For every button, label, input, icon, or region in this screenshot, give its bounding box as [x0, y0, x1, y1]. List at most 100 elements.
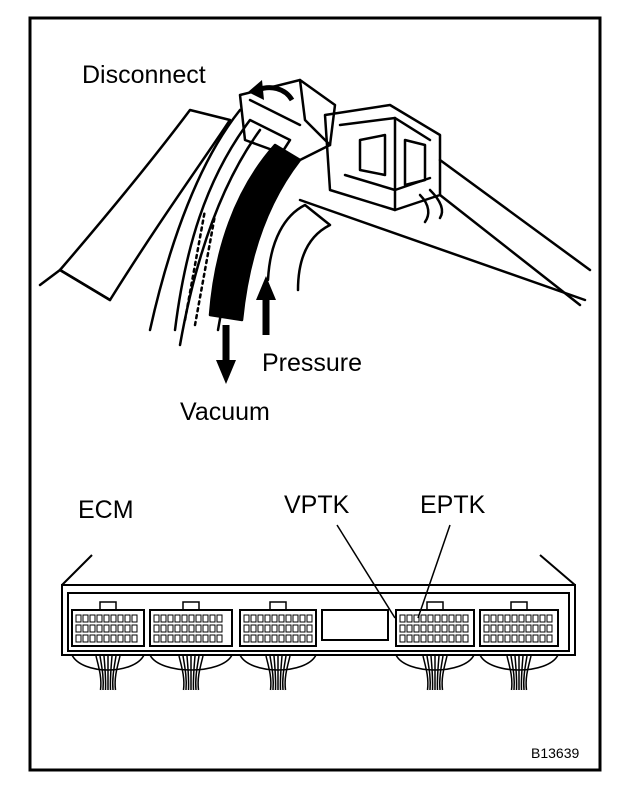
- connector-pin: [539, 624, 546, 633]
- connector-pin: [264, 614, 271, 623]
- connector-pin: [264, 634, 271, 643]
- wire-bundle: [71, 654, 145, 691]
- connector-pin: [299, 624, 306, 633]
- ecm-center-window: [321, 609, 389, 641]
- connector-pin: [167, 624, 174, 633]
- connector-pin: [434, 614, 441, 623]
- connector-pin: [546, 614, 553, 623]
- connector-pin: [174, 634, 181, 643]
- connector-pin: [511, 614, 518, 623]
- connector-pin: [216, 624, 223, 633]
- connector-pin: [167, 634, 174, 643]
- connector-pin: [75, 634, 82, 643]
- connector-pin: [511, 624, 518, 633]
- connector-pin: [103, 624, 110, 633]
- connector-pin: [202, 614, 209, 623]
- connector-pin: [89, 624, 96, 633]
- connector-pin: [539, 614, 546, 623]
- connector-pin: [278, 634, 285, 643]
- connector-pin: [243, 634, 250, 643]
- connector-pin: [497, 634, 504, 643]
- connector-pin: [504, 614, 511, 623]
- wire-bundle: [149, 654, 233, 691]
- connector-pin: [413, 634, 420, 643]
- connector-pin: [483, 634, 490, 643]
- connector-pin: [434, 624, 441, 633]
- connector-pin: [427, 614, 434, 623]
- connector-pin: [455, 624, 462, 633]
- connector-latch: [182, 601, 200, 611]
- connector-pin: [441, 614, 448, 623]
- connector-pin: [117, 614, 124, 623]
- connector-pin: [285, 634, 292, 643]
- connector-latch: [99, 601, 117, 611]
- connector-pin: [117, 624, 124, 633]
- connector-pin: [243, 614, 250, 623]
- connector-pin: [420, 624, 427, 633]
- connector-pin: [250, 614, 257, 623]
- connector-pin: [82, 624, 89, 633]
- connector-pin: [448, 614, 455, 623]
- connector-pin: [406, 624, 413, 633]
- connector-pin: [124, 634, 131, 643]
- connector-pin: [96, 614, 103, 623]
- lower-pipe: [266, 203, 332, 292]
- connector-pin: [448, 624, 455, 633]
- connector-pin: [82, 614, 89, 623]
- connector-pin: [518, 624, 525, 633]
- wire-bundle: [395, 654, 475, 691]
- connector-pin: [103, 614, 110, 623]
- connector-pin: [195, 624, 202, 633]
- pressure-arrowhead: [256, 276, 276, 300]
- connector-pin: [89, 614, 96, 623]
- connector-pin: [278, 624, 285, 633]
- connector-pin: [532, 614, 539, 623]
- connector-pin: [455, 614, 462, 623]
- connector-pin: [292, 634, 299, 643]
- connector-pin: [89, 634, 96, 643]
- connector-pin: [483, 614, 490, 623]
- connector-pin: [160, 624, 167, 633]
- connector-pin: [546, 624, 553, 633]
- connector-pin: [110, 624, 117, 633]
- connector-pin: [174, 624, 181, 633]
- connector-pin: [110, 634, 117, 643]
- connector-pin: [96, 634, 103, 643]
- connector-pin: [483, 624, 490, 633]
- connector-pin: [243, 624, 250, 633]
- connector-pin: [250, 624, 257, 633]
- connector-pin: [462, 624, 469, 633]
- ecm-housing: [61, 584, 576, 656]
- connector-pin: [525, 624, 532, 633]
- connector-pin: [188, 614, 195, 623]
- connector-pin: [96, 624, 103, 633]
- connector-pin: [511, 634, 518, 643]
- connector-pin: [209, 634, 216, 643]
- connector-pin: [216, 614, 223, 623]
- connector-pin: [285, 614, 292, 623]
- connector-pin: [153, 634, 160, 643]
- connector-pin: [257, 614, 264, 623]
- connector-pin: [497, 614, 504, 623]
- connector-pin: [75, 624, 82, 633]
- connector-pin: [202, 634, 209, 643]
- connector-pin: [181, 634, 188, 643]
- black-hose: [208, 143, 302, 322]
- connector-pin: [490, 614, 497, 623]
- ecm-label: ECM: [78, 496, 134, 524]
- ecm-connector-block: [395, 601, 475, 647]
- connector-pin: [131, 614, 138, 623]
- connector-pin: [195, 614, 202, 623]
- ecm-connector-block: [71, 601, 145, 647]
- connector-pin: [216, 634, 223, 643]
- connector-pin: [462, 634, 469, 643]
- connector-pin: [497, 624, 504, 633]
- connector-pin: [420, 614, 427, 623]
- connector-pin: [546, 634, 553, 643]
- connector-pin: [518, 634, 525, 643]
- connector-pin: [153, 624, 160, 633]
- connector-pin: [131, 634, 138, 643]
- connector-pin: [539, 634, 546, 643]
- connector-pin: [124, 624, 131, 633]
